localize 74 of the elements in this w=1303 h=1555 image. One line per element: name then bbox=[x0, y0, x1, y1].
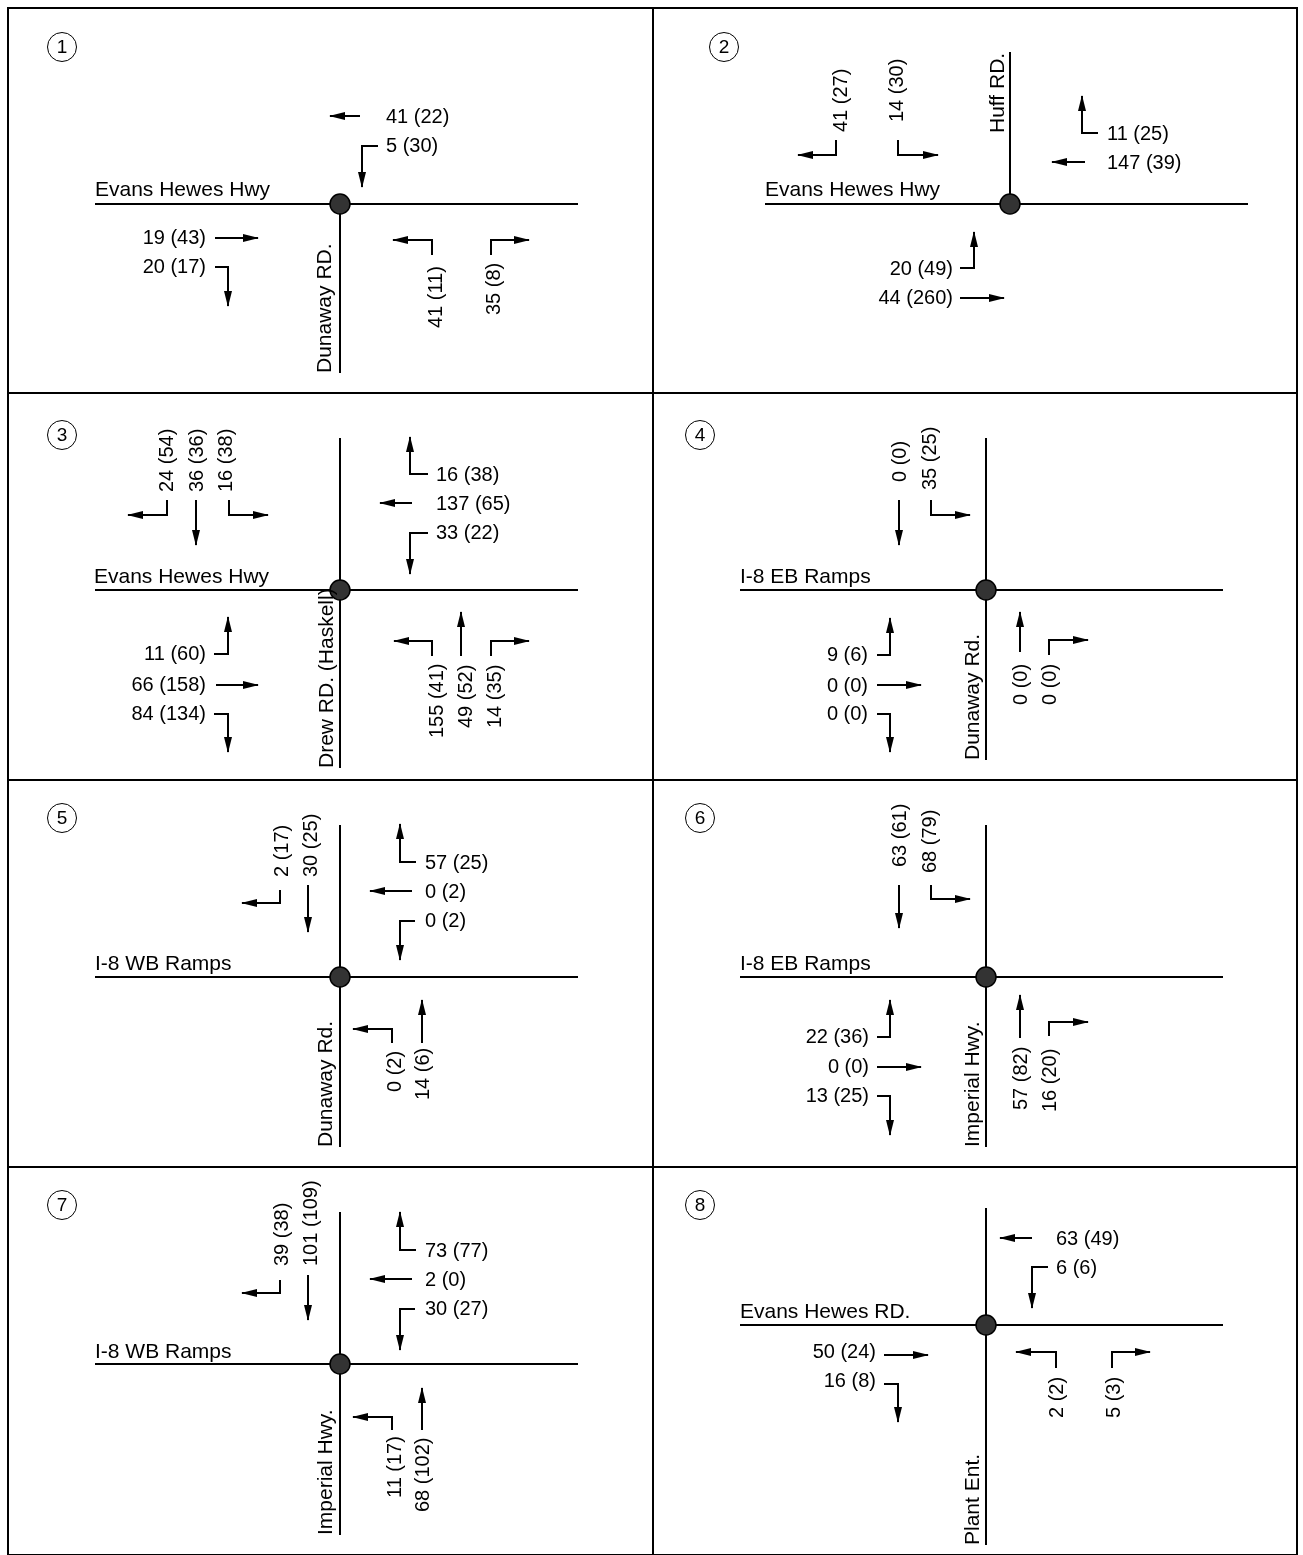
traffic-count: 16 (8) bbox=[823, 1368, 876, 1392]
road-name: Imperial Hwy. bbox=[313, 1409, 336, 1535]
traffic-count: 13 (25) bbox=[805, 1083, 869, 1107]
traffic-count: 11 (60) bbox=[144, 641, 206, 665]
road-name: Plant Ent. bbox=[960, 1453, 983, 1545]
traffic-count: 14 (30) bbox=[885, 58, 908, 122]
traffic-count: 0 (2) bbox=[425, 879, 467, 903]
road-name: Evans Hewes RD. bbox=[740, 1298, 911, 1322]
traffic-count: 49 (52) bbox=[454, 664, 477, 728]
traffic-count: 33 (22) bbox=[436, 520, 500, 544]
traffic-count: 57 (25) bbox=[425, 850, 489, 874]
traffic-count: 0 (2) bbox=[425, 908, 467, 932]
traffic-count: 2 (17) bbox=[270, 824, 293, 877]
traffic-count: 16 (38) bbox=[436, 462, 500, 486]
traffic-count: 0 (0) bbox=[826, 701, 868, 725]
traffic-count: 9 (6) bbox=[826, 642, 868, 666]
traffic-count: 0 (0) bbox=[827, 1054, 869, 1078]
traffic-count: 35 (25) bbox=[918, 426, 941, 490]
traffic-count: 16 (20) bbox=[1038, 1048, 1061, 1112]
traffic-count: 63 (61) bbox=[888, 803, 911, 867]
traffic-count: 20 (17) bbox=[142, 254, 206, 278]
traffic-count: 2 (2) bbox=[1045, 1376, 1068, 1418]
traffic-count: 50 (24) bbox=[812, 1339, 876, 1363]
traffic-count: 39 (38) bbox=[270, 1202, 293, 1266]
traffic-count: 0 (0) bbox=[826, 673, 868, 697]
traffic-count: 24 (54) bbox=[155, 428, 178, 492]
road-name: I-8 WB Ramps bbox=[95, 950, 232, 974]
traffic-count: 35 (8) bbox=[482, 262, 505, 315]
traffic-count: 137 (65) bbox=[436, 491, 511, 515]
traffic-count: 16 (38) bbox=[214, 428, 237, 492]
road-name: I-8 WB Ramps bbox=[95, 1338, 232, 1362]
traffic-count: 41 (27) bbox=[829, 68, 852, 132]
traffic-count: 44 (260) bbox=[878, 285, 953, 309]
traffic-count: 66 (158) bbox=[131, 672, 206, 696]
road-name: Evans Hewes Hwy bbox=[95, 176, 271, 200]
traffic-count: 41 (11) bbox=[424, 266, 447, 328]
traffic-count: 6 (6) bbox=[1056, 1255, 1098, 1279]
traffic-count: 73 (77) bbox=[425, 1238, 489, 1262]
traffic-count: 2 (0) bbox=[425, 1267, 467, 1291]
traffic-count: 84 (134) bbox=[131, 701, 206, 725]
traffic-count: 57 (82) bbox=[1009, 1046, 1032, 1110]
traffic-count: 5 (3) bbox=[1102, 1376, 1125, 1418]
traffic-count: 155 (41) bbox=[425, 663, 448, 738]
traffic-count: 19 (43) bbox=[142, 225, 206, 249]
traffic-count: 30 (27) bbox=[425, 1296, 489, 1320]
road-name: I-8 EB Ramps bbox=[740, 950, 871, 974]
road-name: Dunaway Rd. bbox=[313, 1020, 336, 1147]
road-name: Imperial Hwy. bbox=[960, 1021, 983, 1147]
traffic-count: 0 (0) bbox=[1038, 663, 1061, 705]
traffic-count: 0 (0) bbox=[888, 440, 911, 482]
road-name: Drew RD. (Haskell) bbox=[314, 588, 337, 768]
traffic-count: 14 (6) bbox=[411, 1047, 434, 1100]
road-name: Dunaway RD. bbox=[312, 243, 335, 373]
traffic-count: 0 (0) bbox=[1009, 663, 1032, 705]
road-name: Evans Hewes Hwy bbox=[765, 176, 941, 200]
traffic-count: 147 (39) bbox=[1107, 150, 1182, 174]
road-name: Huff RD. bbox=[985, 52, 1008, 133]
traffic-count: 68 (79) bbox=[918, 809, 941, 873]
traffic-count: 36 (36) bbox=[185, 428, 208, 492]
traffic-count: 63 (49) bbox=[1056, 1226, 1120, 1250]
traffic-count: 41 (22) bbox=[386, 104, 450, 128]
traffic-count: 22 (36) bbox=[805, 1024, 869, 1048]
traffic-count: 5 (30) bbox=[386, 133, 439, 157]
traffic-count: 11 (25) bbox=[1107, 121, 1169, 145]
traffic-count: 11 (17) bbox=[383, 1436, 406, 1498]
traffic-count: 14 (35) bbox=[483, 664, 506, 728]
traffic-count: 30 (25) bbox=[299, 813, 322, 877]
traffic-count: 20 (49) bbox=[889, 256, 953, 280]
road-name: Dunaway Rd. bbox=[960, 633, 983, 760]
traffic-count: 101 (109) bbox=[299, 1180, 322, 1266]
traffic-count: 0 (2) bbox=[383, 1050, 406, 1092]
road-name: I-8 EB Ramps bbox=[740, 563, 871, 587]
road-name: Evans Hewes Hwy bbox=[94, 563, 270, 587]
traffic-count: 68 (102) bbox=[411, 1437, 434, 1512]
